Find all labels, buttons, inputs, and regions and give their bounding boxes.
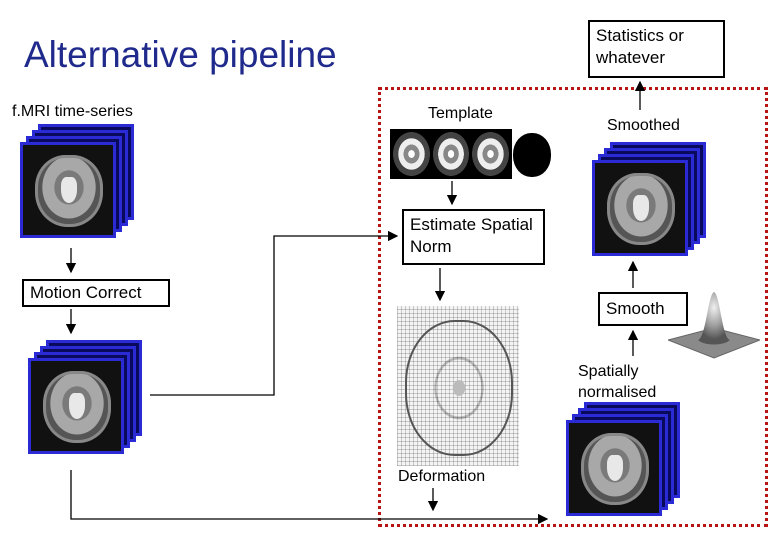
brain-scan-image [35, 155, 103, 227]
deformation-field-image [397, 306, 519, 466]
arrow-stack-to-estimate [150, 230, 399, 396]
template-mask-image [513, 133, 551, 177]
template-slice-image [472, 132, 510, 176]
page-title: Alternative pipeline [24, 34, 337, 75]
motion-correct-label: Motion Correct [30, 283, 142, 302]
smooth-label: Smooth [606, 299, 665, 318]
template-images [390, 129, 512, 179]
deformation-label: Deformation [398, 468, 486, 485]
smooth-box: Smooth [598, 292, 688, 326]
fmri-label: f.MRI time-series [12, 103, 133, 120]
gaussian-kernel-image [668, 292, 760, 359]
brain-scan-image [43, 371, 111, 443]
motion-correct-box: Motion Correct [22, 279, 170, 307]
statistics-box: Statistics or whatever [588, 20, 725, 78]
brain-scan-image [607, 173, 675, 245]
template-slice-image [432, 132, 470, 176]
arrow-stack-to-normalised [70, 470, 549, 525]
estimate-spatial-norm-box: Estimate Spatial Norm [402, 209, 545, 265]
template-label: Template [428, 105, 493, 122]
smoothed-label: Smoothed [607, 117, 680, 134]
template-slice-image [393, 132, 430, 176]
brain-scan-image [581, 433, 649, 505]
statistics-label: Statistics or whatever [596, 26, 684, 67]
spatial-processing-region [378, 87, 768, 527]
spatially-normalised-label: Spatially normalised [578, 363, 657, 401]
estimate-spatial-norm-label: Estimate Spatial Norm [410, 215, 533, 256]
